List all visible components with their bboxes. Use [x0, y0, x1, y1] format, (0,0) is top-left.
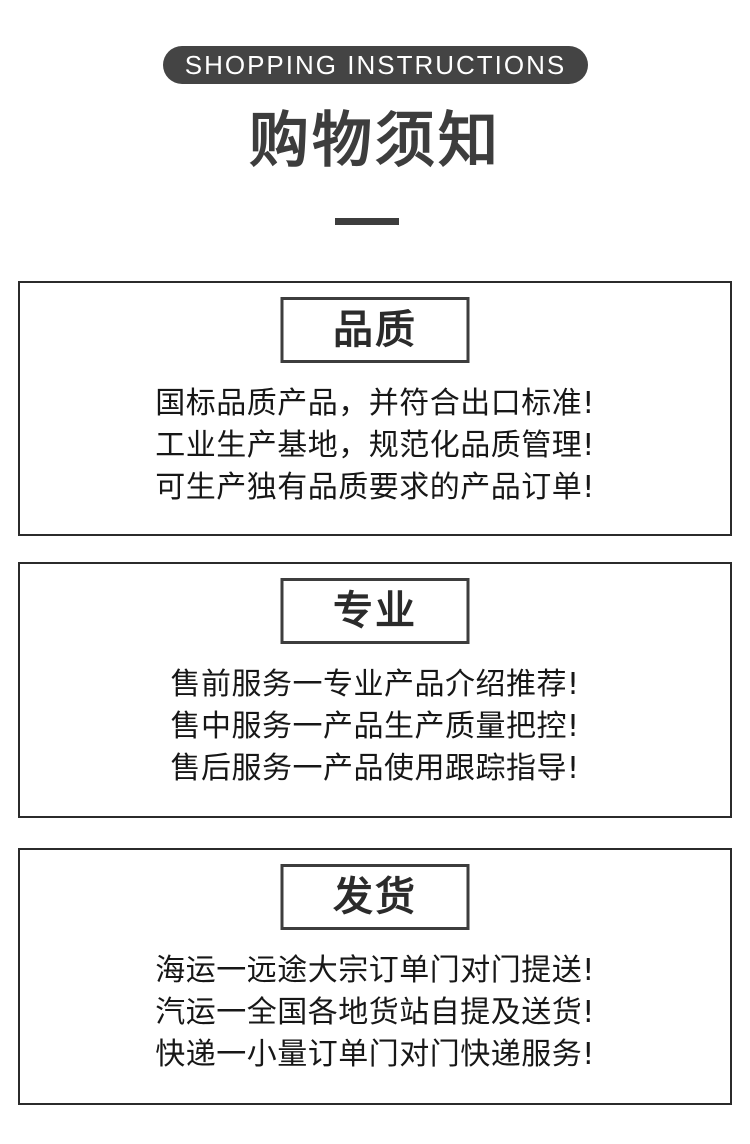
card-badge-service: 专业 [280, 578, 470, 644]
card-badge-label: 发货 [333, 874, 417, 920]
card-line: 快递一小量订单门对门快递服务! [155, 1037, 595, 1072]
info-card-service: 专业 售前服务一专业产品介绍推荐! 售中服务一产品生产质量把控! 售后服务一产品… [18, 562, 732, 818]
page-header: SHOPPING INSTRUCTIONS 购物须知 [0, 0, 750, 265]
card-line: 海运一远途大宗订单门对门提送! [155, 953, 595, 988]
eyebrow-label: SHOPPING INSTRUCTIONS [184, 50, 567, 80]
card-body-service: 售前服务一专业产品介绍推荐! 售中服务一产品生产质量把控! 售后服务一产品使用跟… [20, 664, 730, 790]
card-badge-quality: 品质 [280, 297, 470, 363]
page-title: 购物须知 [249, 106, 501, 176]
card-line: 售前服务一专业产品介绍推荐! [170, 667, 580, 702]
card-line: 国标品质产品，并符合出口标准! [155, 386, 595, 421]
card-line: 汽运一全国各地货站自提及送货! [155, 995, 595, 1030]
info-card-shipping: 发货 海运一远途大宗订单门对门提送! 汽运一全国各地货站自提及送货! 快递一小量… [18, 848, 732, 1105]
card-badge-label: 专业 [333, 588, 417, 634]
eyebrow-pill: SHOPPING INSTRUCTIONS [163, 46, 588, 84]
card-badge-label: 品质 [333, 307, 417, 353]
card-line: 售中服务一产品生产质量把控! [170, 709, 580, 744]
card-body-quality: 国标品质产品，并符合出口标准! 工业生产基地，规范化品质管理! 可生产独有品质要… [20, 383, 730, 509]
info-card-quality: 品质 国标品质产品，并符合出口标准! 工业生产基地，规范化品质管理! 可生产独有… [18, 281, 732, 536]
card-line: 售后服务一产品使用跟踪指导! [170, 751, 580, 786]
card-body-shipping: 海运一远途大宗订单门对门提送! 汽运一全国各地货站自提及送货! 快递一小量订单门… [20, 950, 730, 1076]
card-badge-shipping: 发货 [280, 864, 470, 930]
card-line: 工业生产基地，规范化品质管理! [155, 428, 595, 463]
title-divider-rule [335, 218, 399, 225]
card-line: 可生产独有品质要求的产品订单! [155, 470, 595, 505]
